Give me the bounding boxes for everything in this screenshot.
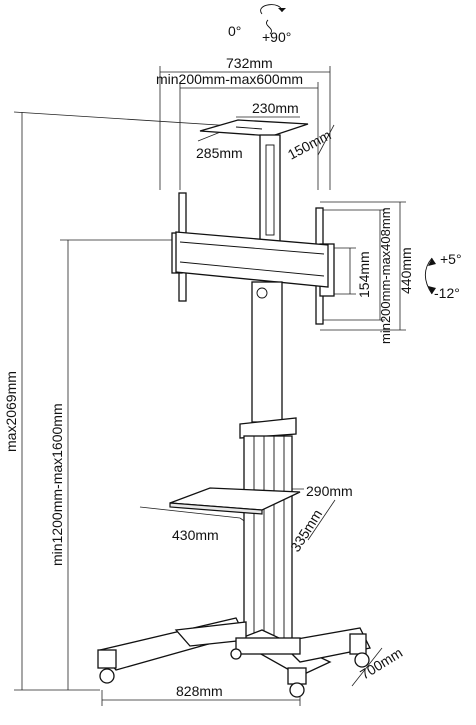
- top-plate-length-label: 285mm: [196, 145, 243, 161]
- center-height-label: min1200mm-max1600mm: [49, 403, 65, 566]
- base-width-label: 828mm: [176, 683, 223, 699]
- shelf-length-label: 430mm: [172, 527, 219, 543]
- shelf-width-label: 290mm: [306, 483, 353, 499]
- rotation-arrow-icon: [260, 4, 286, 35]
- tilt-up-label: +5°: [440, 251, 462, 267]
- stand-structure: [97, 119, 371, 698]
- shelf-depth-label: 335mm: [287, 507, 325, 555]
- tilt-arrow-icon: [424, 257, 436, 295]
- top-depth-label: 150mm: [285, 127, 334, 163]
- tilt-down-label: -12°: [434, 285, 460, 301]
- rotation-label: 0°: [228, 23, 241, 39]
- vesa-range-label: min200mm-max600mm: [156, 71, 303, 87]
- dimension-labels: 0° +90° 732mm min200mm-max600mm 230mm 28…: [3, 23, 462, 699]
- bracket-height-label: 154mm: [356, 251, 372, 298]
- total-height-label: max2069mm: [3, 371, 19, 452]
- width-total-label: 732mm: [226, 55, 273, 71]
- bracket-total-label: 440mm: [398, 247, 414, 294]
- dimension-lines: [13, 66, 406, 706]
- rotation-plus-label: +90°: [262, 29, 291, 45]
- top-plate-width-label: 230mm: [252, 100, 299, 116]
- vesa-vertical-label: min200mm-max408mm: [378, 207, 393, 344]
